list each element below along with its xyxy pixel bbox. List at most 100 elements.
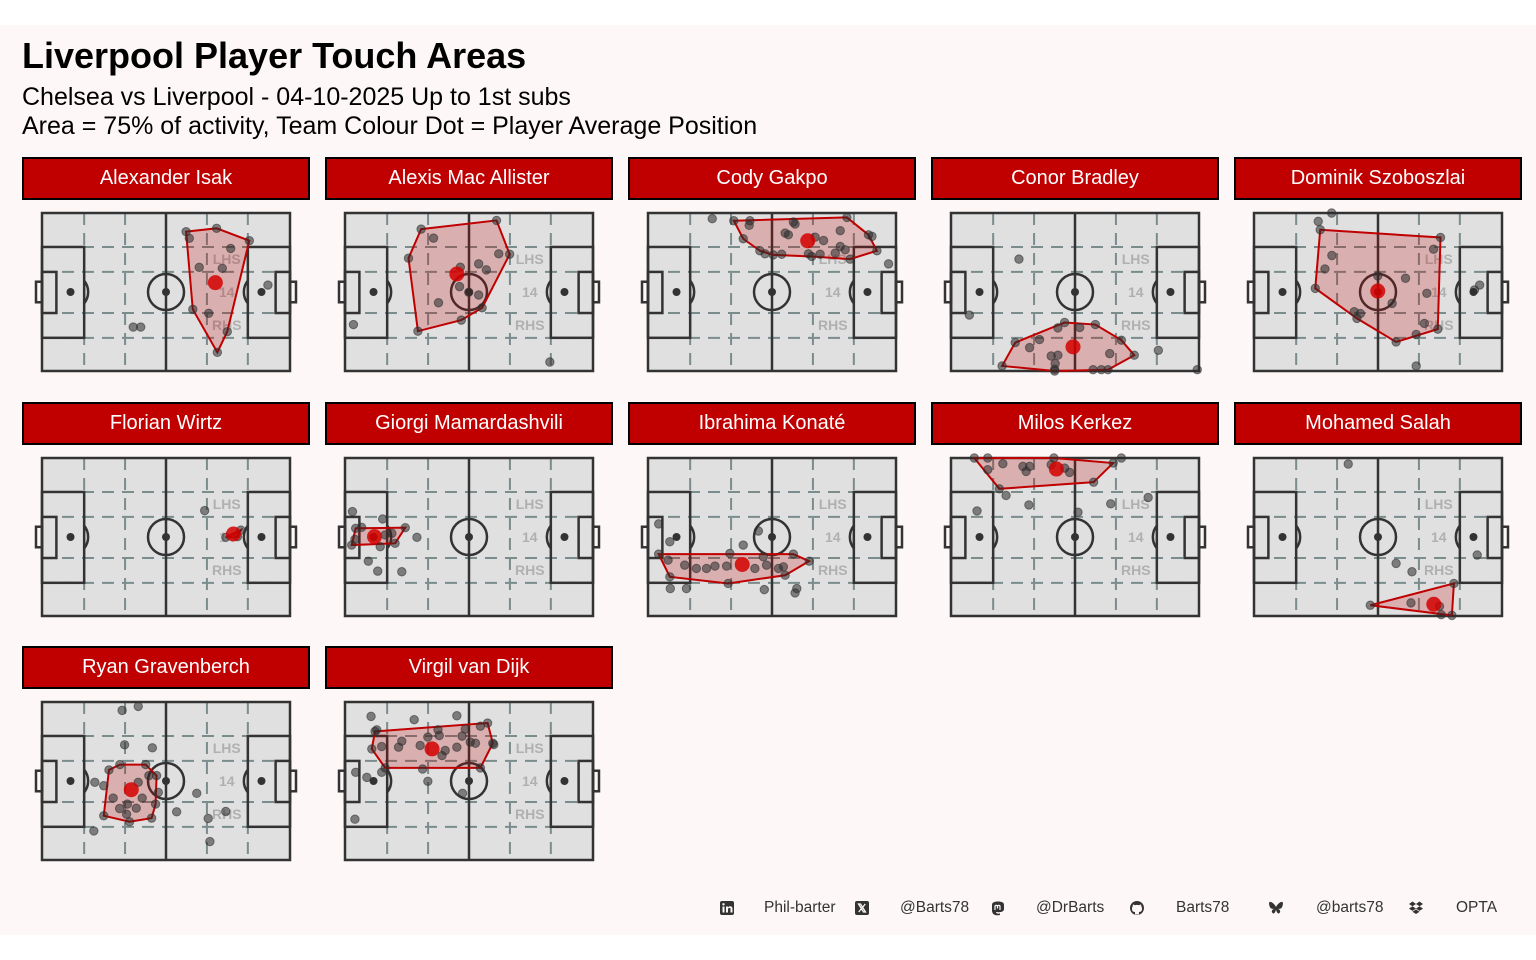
- touch-point: [350, 534, 360, 544]
- touch-point: [203, 308, 214, 319]
- touch-point: [1010, 337, 1020, 348]
- touch-point: [738, 234, 748, 244]
- touch-point: [90, 777, 100, 787]
- touch-point: [117, 705, 127, 716]
- pitch-markings: [34, 700, 298, 862]
- average-position-dot: [1426, 596, 1442, 612]
- zone-label-center: 14: [1128, 529, 1144, 545]
- zone-label-rhs: RHS: [1121, 317, 1151, 333]
- zone-label-rhs: RHS: [515, 317, 545, 333]
- chart-subtitle: Chelsea vs Liverpool - 04-10-2025 Up to …: [22, 83, 571, 111]
- touch-point: [212, 347, 223, 358]
- touch-point: [104, 765, 114, 775]
- touch-point: [133, 701, 143, 712]
- touch-point: [964, 310, 975, 320]
- touch-point: [790, 219, 800, 229]
- touch-point: [1411, 361, 1421, 371]
- penalty-spot-left: [1278, 288, 1287, 296]
- zone-label-center: 14: [522, 773, 538, 789]
- touch-point: [1406, 597, 1416, 608]
- touch-point: [263, 280, 273, 290]
- player-name-strip: Ibrahima Konaté: [628, 401, 916, 445]
- pitch-markings: [337, 700, 601, 862]
- touch-point: [1428, 244, 1439, 254]
- average-position-dot: [367, 528, 383, 544]
- touch-point: [153, 787, 164, 798]
- centre-spot: [768, 288, 776, 296]
- centre-spot: [1374, 532, 1382, 541]
- touch-point: [681, 583, 692, 593]
- pitch-outline: [343, 700, 595, 862]
- touch-area-hull: [972, 456, 1116, 490]
- touch-point: [803, 249, 814, 259]
- touch-point: [783, 230, 794, 240]
- average-position-dot: [1048, 461, 1064, 477]
- touch-point: [348, 319, 359, 330]
- touch-point: [1108, 457, 1118, 468]
- touch-point: [203, 813, 213, 824]
- average-position-dot: [734, 556, 750, 572]
- pitch-outline: [343, 456, 595, 617]
- penalty-spot-left: [672, 288, 681, 296]
- touch-point: [1422, 288, 1432, 298]
- player-name-strip: Florian Wirtz: [22, 401, 310, 445]
- touch-point: [1320, 264, 1330, 274]
- player-name-strip: Alexis Mac Allister: [325, 157, 613, 200]
- touch-point: [1433, 324, 1443, 334]
- touch-point: [710, 560, 720, 571]
- penalty-arc-left: [689, 524, 696, 549]
- touch-point: [998, 458, 1008, 468]
- zone-label-rhs: RHS: [212, 562, 242, 578]
- pitch-outline: [646, 211, 898, 373]
- touch-point: [108, 793, 118, 803]
- centre-spot: [465, 777, 473, 785]
- zone-label-lhs: LHS: [213, 251, 241, 267]
- touch-point: [1407, 566, 1417, 576]
- touch-point: [815, 249, 825, 259]
- touch-point: [412, 532, 422, 542]
- player-name-strip: Mohamed Salah: [1234, 401, 1522, 445]
- touch-point: [226, 243, 236, 254]
- touch-point: [363, 555, 374, 566]
- zone-label-lhs: LHS: [516, 740, 544, 756]
- touch-point: [758, 551, 769, 561]
- touch-point: [397, 566, 407, 576]
- centre-circle: [449, 761, 489, 801]
- touch-point: [760, 249, 770, 259]
- touch-point: [1391, 337, 1401, 347]
- touch-point: [1064, 467, 1075, 477]
- touch-point: [150, 799, 161, 809]
- touch-point: [691, 563, 702, 573]
- touch-point: [147, 743, 158, 753]
- touch-point: [423, 776, 433, 787]
- touch-point: [434, 730, 444, 741]
- touch-point: [188, 304, 198, 315]
- touch-point: [1116, 452, 1127, 463]
- touch-point: [380, 529, 390, 540]
- touch-point: [99, 811, 109, 821]
- penalty-spot-left: [369, 288, 378, 296]
- zone-label-lhs: LHS: [516, 251, 544, 267]
- touch-point: [788, 548, 799, 559]
- touch-point: [680, 559, 690, 570]
- touch-point: [131, 803, 141, 813]
- touch-point: [721, 560, 732, 571]
- pitch-outline: [40, 456, 292, 617]
- touch-point: [1326, 208, 1337, 218]
- player-name-strip: Conor Bradley: [931, 157, 1219, 200]
- player-name-strip: Ryan Gravenberch: [22, 646, 310, 689]
- touch-point: [653, 518, 664, 529]
- github-icon: [1129, 900, 1145, 916]
- zone-label-rhs: RHS: [1424, 562, 1454, 578]
- touch-point: [768, 250, 778, 260]
- touch-point: [1343, 458, 1353, 469]
- touch-point: [375, 541, 385, 551]
- penalty-arc-right: [1454, 279, 1461, 305]
- touch-point: [192, 788, 202, 799]
- penalty-spot-left: [1278, 532, 1287, 541]
- touch-point: [883, 259, 894, 269]
- touch-point: [1034, 334, 1045, 345]
